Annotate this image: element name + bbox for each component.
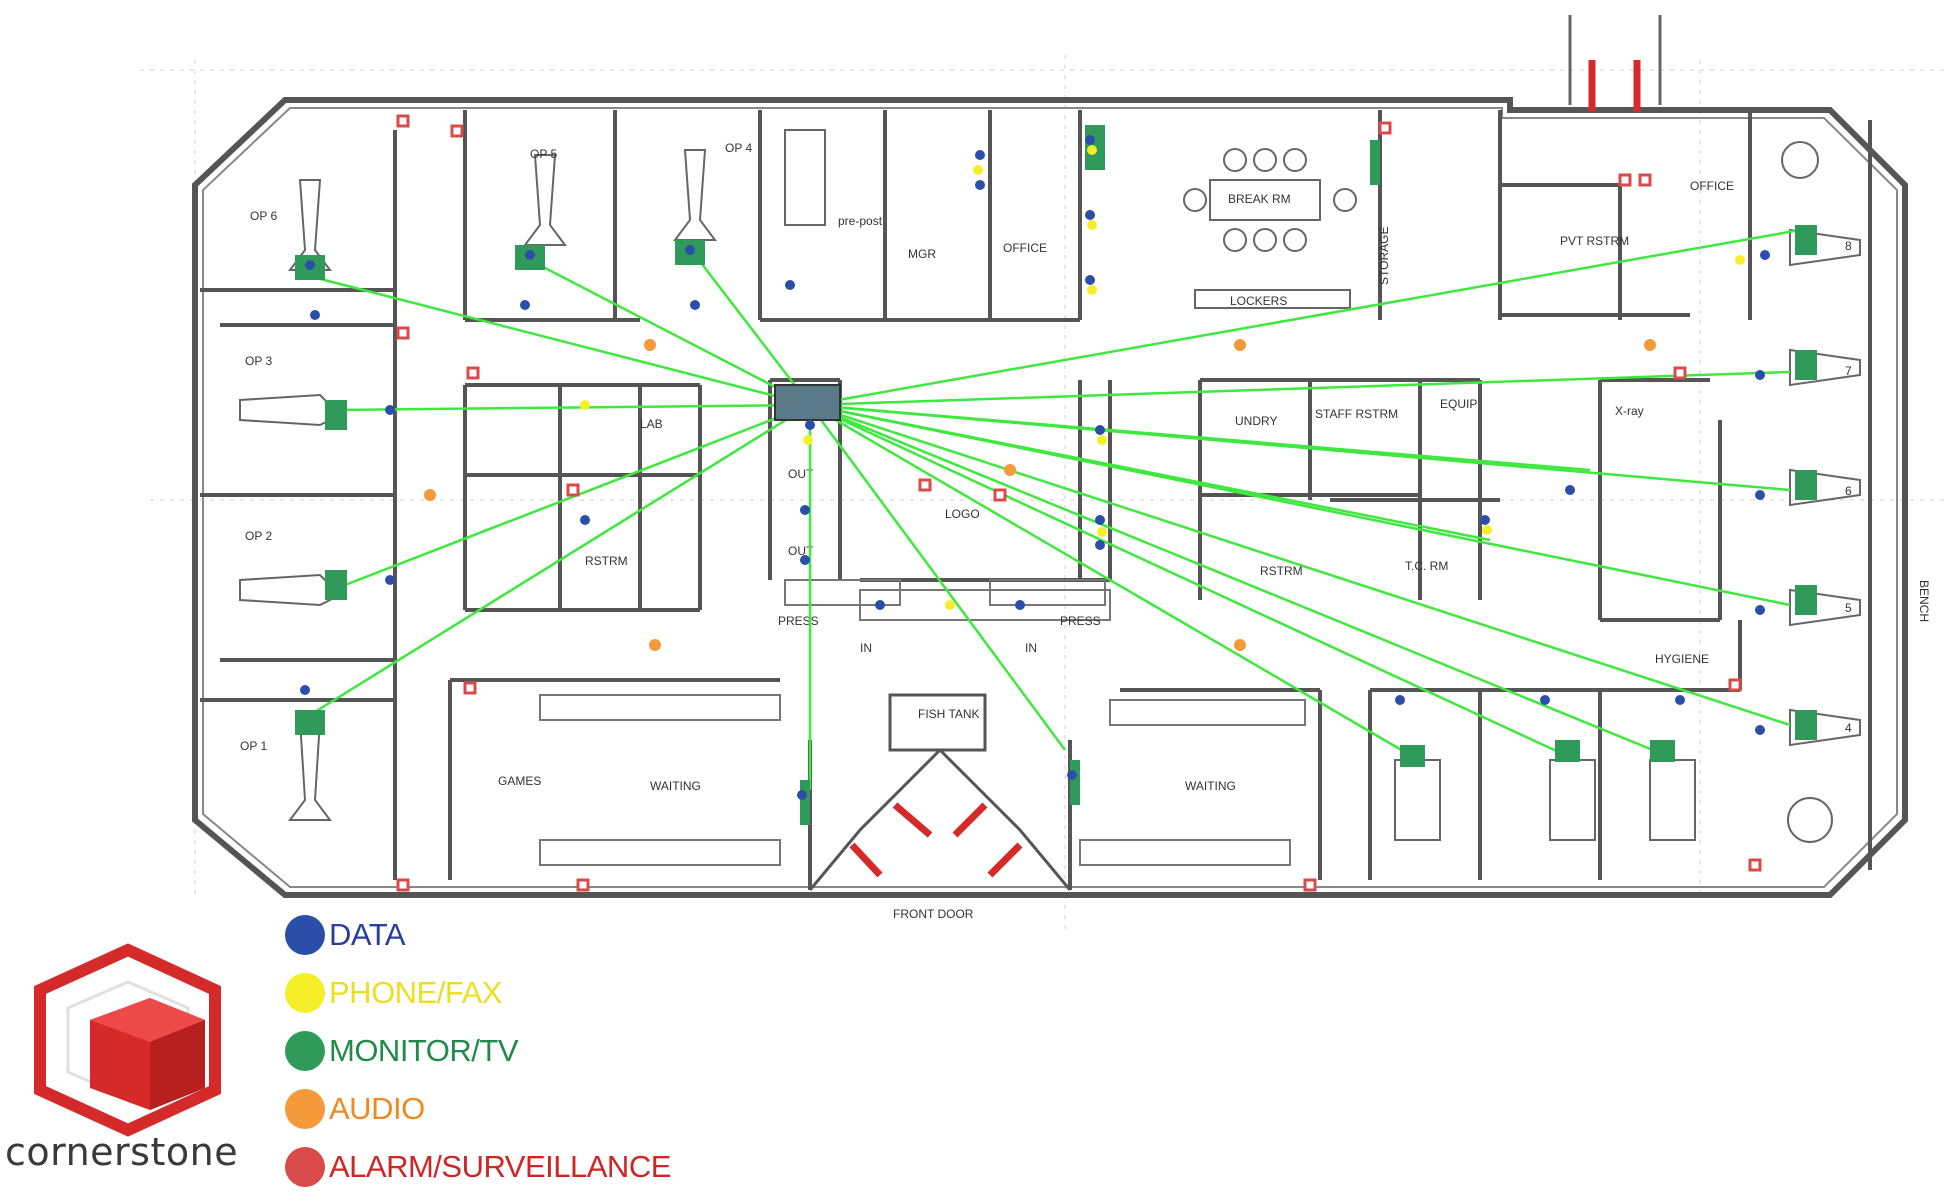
room-games: GAMES	[498, 774, 541, 788]
room-storage: STORAGE	[1377, 227, 1391, 285]
legend-label-data: DATA	[329, 917, 406, 952]
room-op1: OP 1	[240, 739, 267, 753]
legend-label-alarm: ALARM/SURVEILLANCE	[329, 1149, 671, 1184]
room-op4: OP 4	[725, 141, 752, 155]
room-op3: OP 3	[245, 354, 272, 368]
room-press2: PRESS	[1060, 614, 1101, 628]
cornerstone-logo	[0, 940, 260, 1200]
data-markers	[300, 135, 1770, 800]
room-mgr: MGR	[908, 247, 936, 261]
floor-plan: OP 6 OP 5 OP 4 OP 3 OP 2 OP 1 pre-post M…	[140, 15, 1950, 930]
room-press1: PRESS	[778, 614, 819, 628]
legend-dot-monitor	[285, 1031, 325, 1071]
audio-markers	[424, 339, 1656, 651]
room-xray: X-ray	[1615, 404, 1644, 418]
legend-item-alarm: ALARM/SURVEILLANCE	[285, 1144, 671, 1190]
legend-dot-phone	[285, 973, 325, 1013]
room-lockers: LOCKERS	[1230, 294, 1287, 308]
grid-lines	[140, 55, 1950, 930]
room-in1: IN	[860, 641, 872, 655]
legend-dot-audio	[285, 1089, 325, 1129]
legend-item-monitor: MONITOR/TV	[285, 1028, 519, 1074]
room-op6: OP 6	[250, 209, 277, 223]
room-hygiene: HYGIENE	[1655, 652, 1709, 666]
cable-runs	[304, 228, 1801, 790]
room-out2: OUT	[788, 544, 814, 558]
room-bay7: 7	[1845, 364, 1852, 378]
room-staffrstrm: STAFF RSTRM	[1315, 407, 1398, 421]
room-pvtrstrm: PVT RSTRM	[1560, 234, 1629, 248]
waiting-chairs	[539, 579, 1306, 866]
building-outline	[192, 97, 1908, 898]
room-bay4: 4	[1845, 721, 1852, 735]
legend-item-audio: AUDIO	[285, 1086, 425, 1132]
legend-dot-data	[285, 915, 325, 955]
room-bay5: 5	[1845, 601, 1852, 615]
room-waiting1: WAITING	[650, 779, 701, 793]
outline-inner	[202, 107, 1898, 888]
room-prepost: pre-post	[838, 214, 883, 228]
legend: DATA PHONE/FAX MONITOR/TV AUDIO ALARM/SU…	[285, 912, 765, 1202]
alarm-markers	[396, 114, 1762, 892]
room-out1: OUT	[788, 467, 814, 481]
interior-walls	[200, 110, 1872, 890]
room-rstrm1: RSTRM	[585, 554, 628, 568]
legend-label-monitor: MONITOR/TV	[329, 1033, 519, 1068]
front-door	[808, 748, 1072, 891]
top-entrance	[1568, 15, 1662, 112]
legend-item-phone: PHONE/FAX	[285, 970, 502, 1016]
room-in2: IN	[1025, 641, 1037, 655]
room-office2: OFFICE	[1690, 179, 1734, 193]
room-bay6: 6	[1845, 484, 1852, 498]
room-breakrm: BREAK RM	[1228, 192, 1291, 206]
room-labels: OP 6 OP 5 OP 4 OP 3 OP 2 OP 1 pre-post M…	[240, 141, 1931, 921]
room-equip: EQUIP	[1440, 397, 1477, 411]
room-waiting2: WAITING	[1185, 779, 1236, 793]
room-bay8: 8	[1845, 239, 1852, 253]
brand-name: cornerstone	[5, 1130, 239, 1174]
room-lab: LAB	[640, 417, 663, 431]
legend-label-phone: PHONE/FAX	[329, 975, 502, 1010]
room-frontdoor: FRONT DOOR	[893, 907, 974, 921]
room-logo: LOGO	[945, 507, 980, 521]
room-rstrm2: RSTRM	[1260, 564, 1303, 578]
break-room-furniture	[1183, 141, 1833, 843]
legend-label-audio: AUDIO	[329, 1091, 425, 1126]
room-op2: OP 2	[245, 529, 272, 543]
room-bench: BENCH	[1917, 580, 1931, 622]
legend-item-data: DATA	[285, 912, 406, 958]
network-hub	[774, 384, 841, 421]
room-op5: OP 5	[530, 147, 557, 161]
room-office1: OFFICE	[1003, 241, 1047, 255]
room-undry: UNDRY	[1235, 414, 1277, 428]
cornerstone-logo-mark	[34, 943, 221, 1137]
phone-markers	[580, 145, 1745, 610]
legend-dot-alarm	[285, 1147, 325, 1187]
room-tcrm: T.C. RM	[1405, 559, 1448, 573]
room-fishtank: FISH TANK	[918, 707, 980, 721]
fish-tank	[888, 693, 987, 752]
